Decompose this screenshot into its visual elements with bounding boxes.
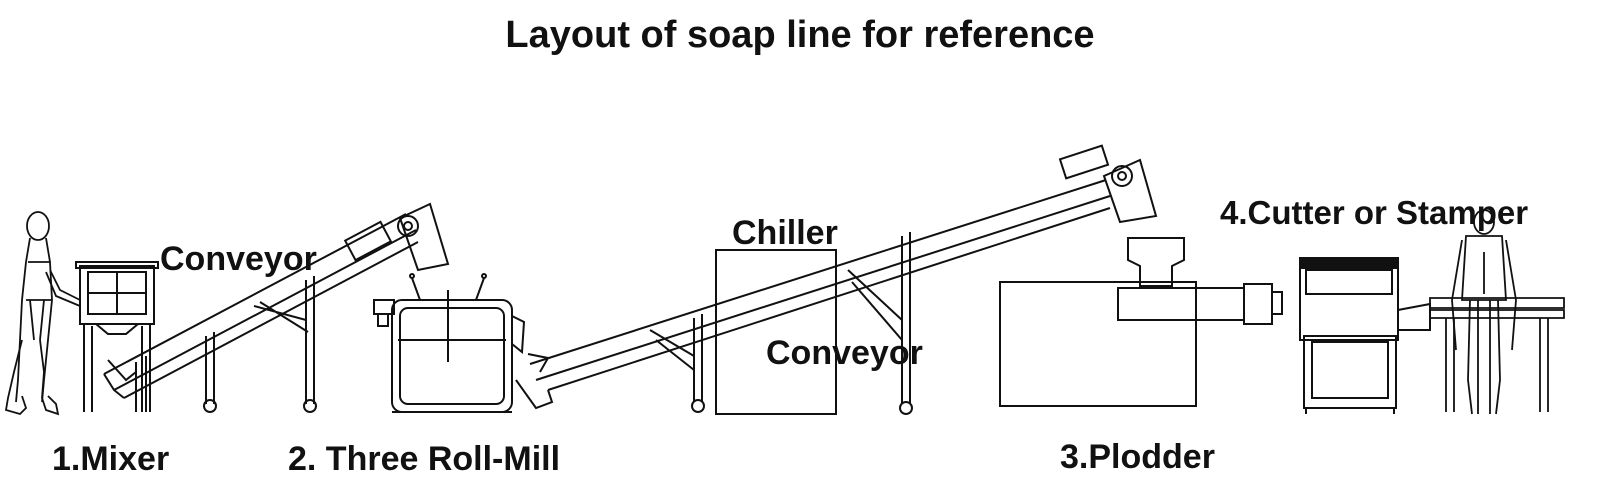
diagram-title: Layout of soap line for reference — [505, 14, 1095, 56]
cutter-stamper-machine — [1300, 258, 1430, 414]
label-chiller: Chiller — [732, 214, 838, 252]
operator-figure-left — [6, 212, 80, 414]
conveyor-2 — [516, 146, 1156, 414]
label-plodder: 3.Plodder — [1060, 438, 1215, 476]
three-roll-mill-machine — [374, 274, 524, 412]
plodder-machine — [1000, 238, 1282, 406]
label-conveyor-1: Conveyor — [160, 240, 317, 278]
label-conveyor-2: Conveyor — [766, 334, 923, 372]
operator-figure-right — [1430, 210, 1564, 414]
label-three-roll-mill: 2. Three Roll-Mill — [288, 440, 561, 478]
label-mixer: 1.Mixer — [52, 440, 170, 478]
conveyor-1 — [104, 204, 448, 412]
mixer-machine — [76, 262, 158, 412]
chiller-unit — [716, 250, 836, 414]
label-cutter-or-stamper: 4.Cutter or Stamper — [1220, 194, 1529, 231]
